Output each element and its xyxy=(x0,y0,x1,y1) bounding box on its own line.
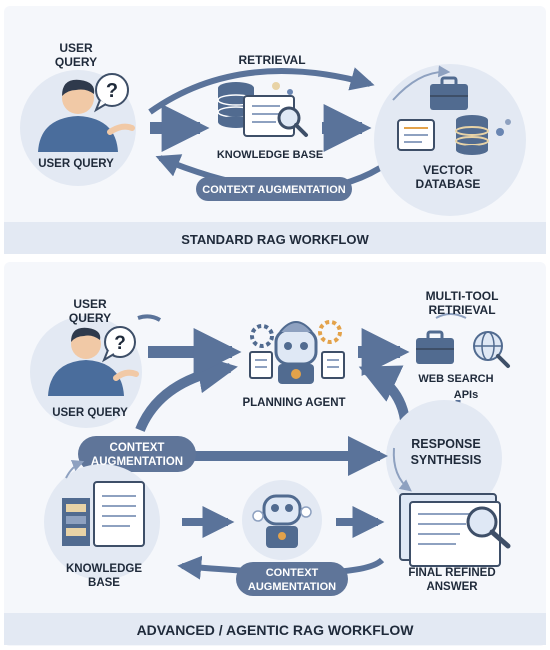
advanced-user-label-1: USER xyxy=(73,297,107,311)
context-pill-left-label-2: AUGMENTATION xyxy=(91,456,183,468)
planning-agent-icon xyxy=(249,320,345,384)
standard-context-label: CONTEXT AUGMENTATION xyxy=(202,184,345,196)
advanced-kb-label-1: KNOWLEDGE xyxy=(66,563,142,575)
briefcase-icon xyxy=(416,330,454,364)
planning-agent-label: PLANNING AGENT xyxy=(242,397,345,409)
retrieval-arrow xyxy=(148,67,375,115)
vector-label-1: VECTOR xyxy=(423,163,473,177)
web-search-label: WEB SEARCH xyxy=(418,373,493,385)
advanced-title: ADVANCED / AGENTIC RAG WORKFLOW xyxy=(137,622,415,638)
vector-label-2: DATABASE xyxy=(416,177,481,191)
advanced-kb-label-2: BASE xyxy=(88,577,120,589)
final-answer-icon xyxy=(399,493,511,567)
apis-label: APIs xyxy=(454,389,478,401)
advanced-question-bubble-icon: ? xyxy=(101,326,136,363)
advanced-title-banner xyxy=(4,613,546,645)
globe-search-icon xyxy=(473,331,510,368)
standard-user-label-1: USER xyxy=(59,41,93,55)
svg-text:?: ? xyxy=(106,80,118,102)
query-tail-arrow xyxy=(137,314,162,322)
final-answer-label-2: ANSWER xyxy=(426,581,478,593)
response-synthesis-label-2: SYNTHESIS xyxy=(411,453,482,467)
context-pill-bottom-label-1: CONTEXT xyxy=(266,567,319,579)
standard-context-pill xyxy=(196,177,352,201)
standard-title: STANDARD RAG WORKFLOW xyxy=(181,232,369,247)
advanced-user-query-label: USER QUERY xyxy=(52,407,128,419)
retrieval-label: RETRIEVAL xyxy=(238,53,305,67)
context-pill-bottom-label-2: AUGMENTATION xyxy=(248,581,336,593)
knowledge-base-label: KNOWLEDGE BASE xyxy=(217,149,323,161)
standard-user-query-label: USER QUERY xyxy=(38,158,114,170)
synthesis-cycle-arrow xyxy=(392,447,412,492)
multi-tool-label-1: MULTI-TOOL xyxy=(426,289,499,303)
advanced-user-label-2: QUERY xyxy=(69,311,111,325)
vector-database-icon xyxy=(374,64,526,216)
robot-icon xyxy=(242,480,322,560)
tools-top-arrow xyxy=(435,313,467,319)
standard-question-bubble-icon: ? xyxy=(93,73,129,113)
advanced-knowledge-base-icon xyxy=(44,464,160,580)
advanced-context-pill-left xyxy=(78,436,196,472)
kb-cycle-arrow xyxy=(65,459,85,479)
context-pill-left-label-1: CONTEXT xyxy=(110,442,165,454)
advanced-context-pill-bottom xyxy=(236,562,348,596)
multi-tool-label-2: RETRIEVAL xyxy=(428,303,495,317)
vector-cycle-arrow xyxy=(392,65,451,101)
standard-title-banner xyxy=(4,222,546,254)
svg-text:?: ? xyxy=(114,333,126,354)
knowledge-base-icon xyxy=(217,82,308,137)
response-synthesis-label-1: RESPONSE xyxy=(411,437,480,451)
response-synthesis-circle xyxy=(386,400,502,516)
standard-user-label-2: QUERY xyxy=(55,55,97,69)
final-answer-label-1: FINAL REFINED xyxy=(408,567,495,579)
